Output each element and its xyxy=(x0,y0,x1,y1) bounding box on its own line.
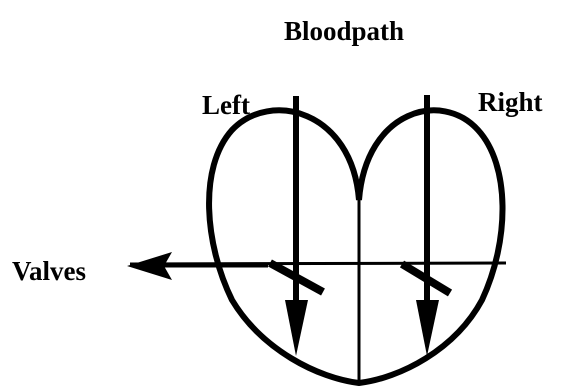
diagram-title: Bloodpath xyxy=(284,18,404,45)
valve-plane-line xyxy=(130,263,506,264)
right-label: Right xyxy=(478,89,543,116)
left-bloodpath-arrowhead xyxy=(285,300,308,356)
left-label: Left xyxy=(202,92,250,119)
right-bloodpath-arrowhead xyxy=(416,300,439,356)
valves-label: Valves xyxy=(12,258,86,285)
heart-outline xyxy=(209,110,502,383)
